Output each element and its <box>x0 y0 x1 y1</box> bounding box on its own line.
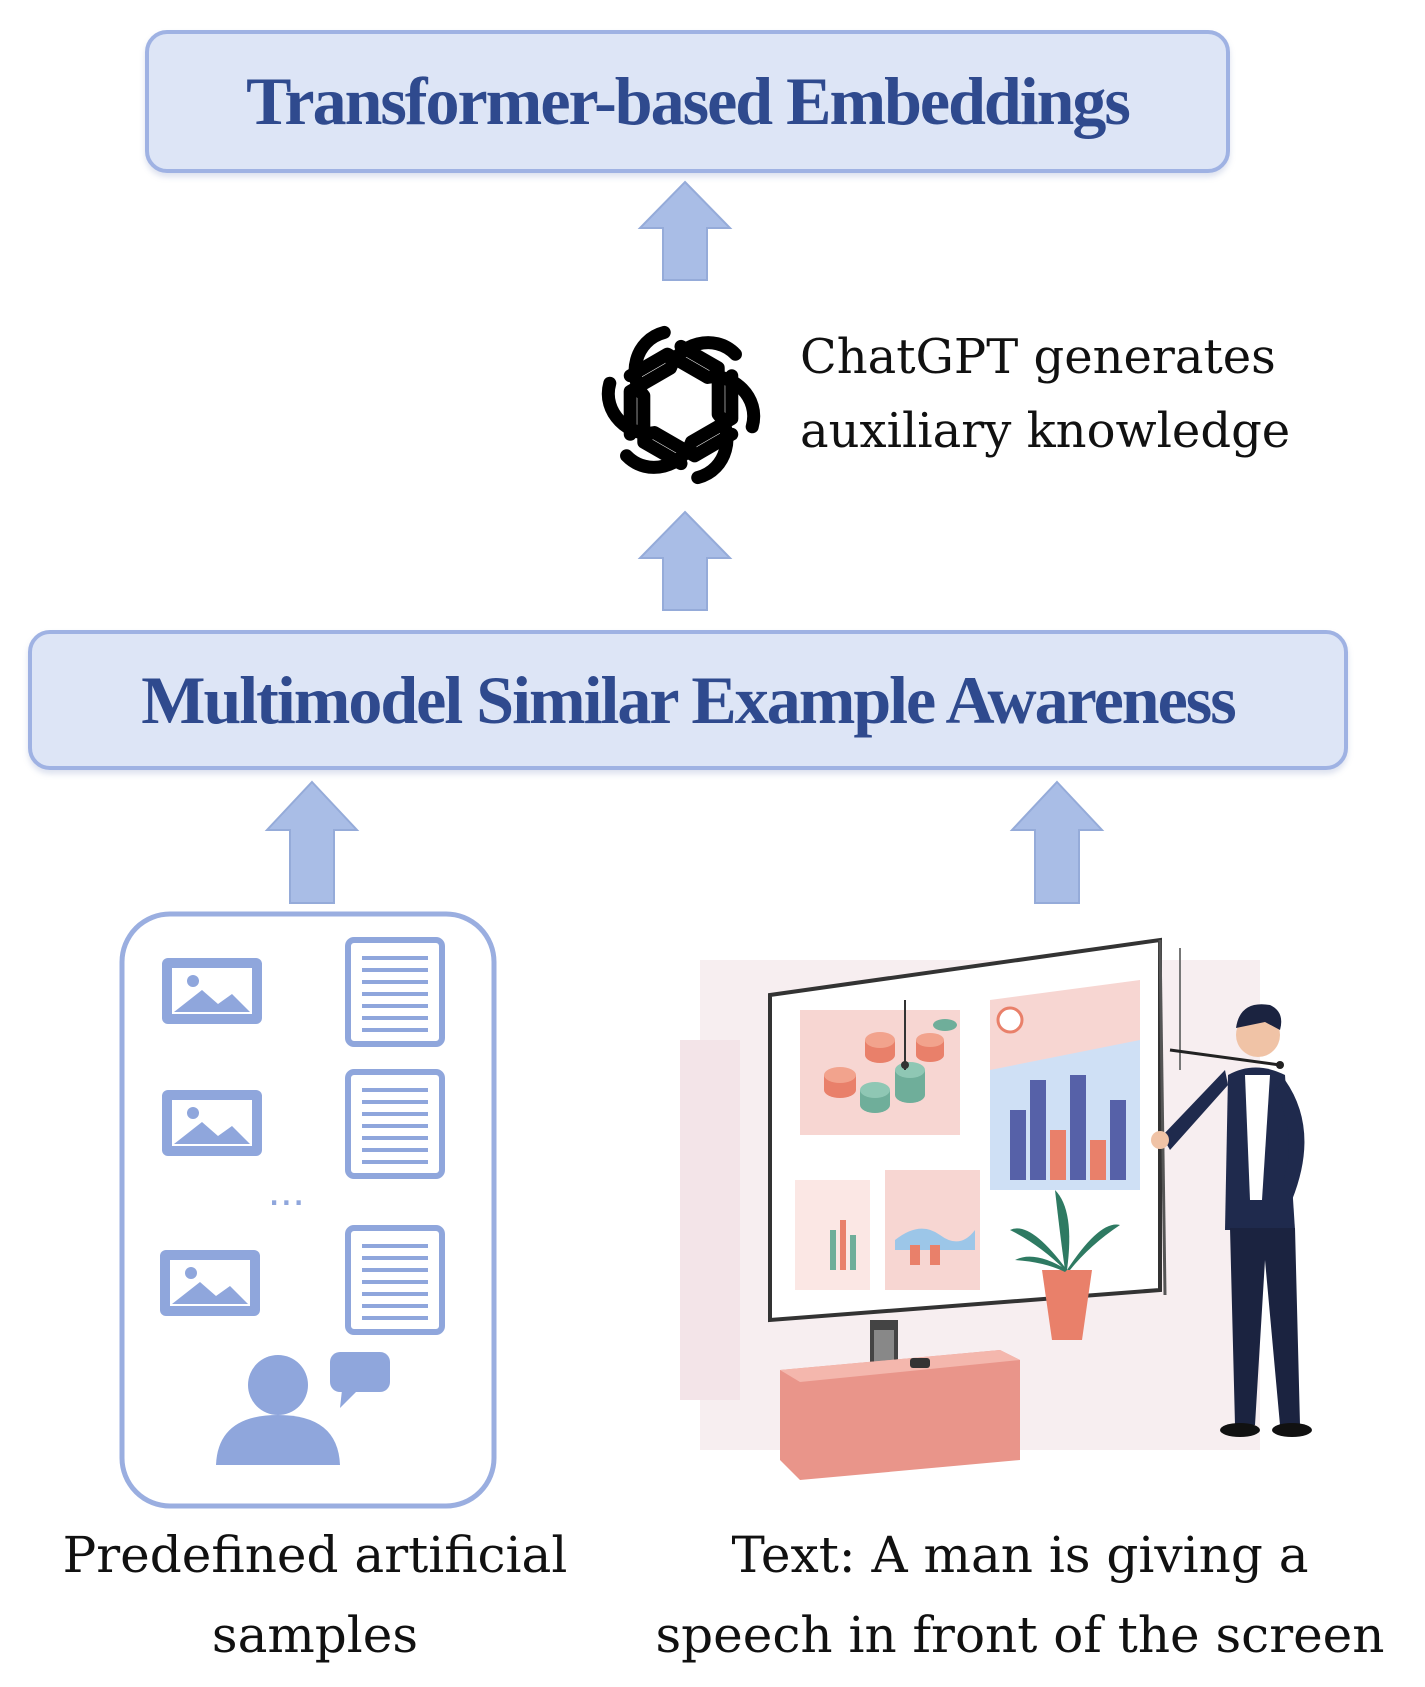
presenter-figure <box>1151 1004 1312 1437</box>
chart-cylinders <box>824 1019 957 1113</box>
arrow-up-icon <box>264 780 360 904</box>
image-icon <box>160 1250 260 1316</box>
samples-ellipsis: ... <box>268 1166 305 1215</box>
presentation-illustration <box>680 937 1312 1480</box>
arrow-up-icon <box>1009 780 1105 904</box>
transformer-embeddings-label: Transformer-based Embeddings <box>246 63 1131 139</box>
document-icon <box>345 1225 445 1335</box>
chatgpt-note-line2: auxiliary knowledge <box>800 403 1291 459</box>
predefined-samples-panel: ... <box>119 911 497 1509</box>
document-icon <box>345 1069 445 1179</box>
openai-logo-icon <box>588 312 774 498</box>
arrow-up-icon <box>637 180 733 281</box>
right-caption-line1: Text: A man is giving a <box>731 1526 1309 1584</box>
image-icon <box>162 958 262 1024</box>
bar-chart <box>1010 1075 1126 1180</box>
arrow-up-icon <box>637 510 733 611</box>
similar-example-awareness-box: Multimodel Similar Example Awareness <box>28 630 1348 770</box>
chatgpt-note: ChatGPT generates auxiliary knowledge <box>800 320 1290 468</box>
right-caption-line2: speech in front of the screen <box>655 1606 1385 1664</box>
transformer-embeddings-box: Transformer-based Embeddings <box>145 30 1230 173</box>
chatgpt-note-line1: ChatGPT generates <box>800 329 1276 385</box>
similar-example-awareness-label: Multimodel Similar Example Awareness <box>141 661 1236 738</box>
document-icon <box>345 937 445 1047</box>
left-caption-line2: samples <box>211 1606 419 1664</box>
user-chat-icon <box>216 1352 390 1465</box>
image-icon <box>162 1090 262 1156</box>
left-caption: Predefined artificial samples <box>20 1515 610 1675</box>
right-caption: Text: A man is giving a speech in front … <box>630 1515 1410 1675</box>
left-caption-line1: Predefined artificial <box>62 1526 568 1584</box>
